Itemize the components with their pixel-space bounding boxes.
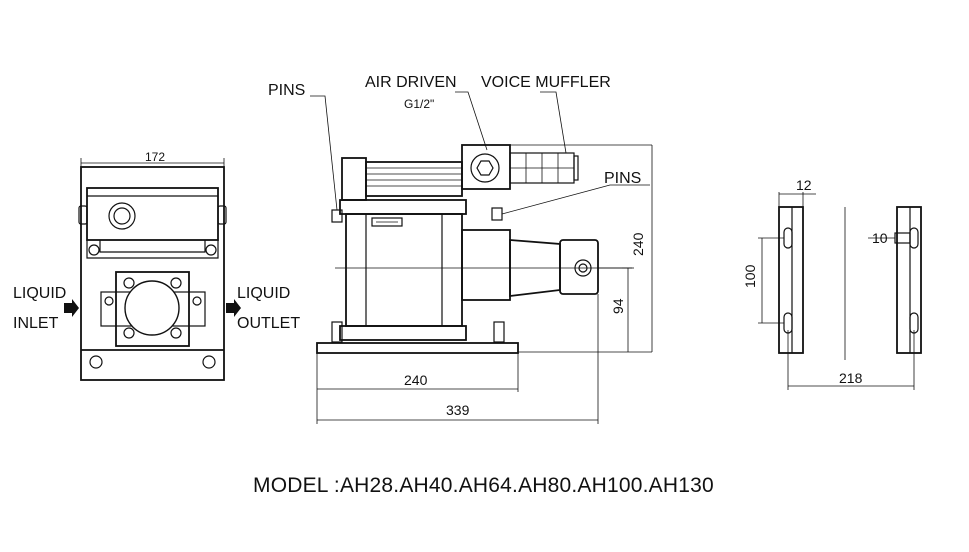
base-width-dim: 240: [404, 372, 428, 388]
side-view: [310, 91, 653, 424]
voice-muffler-label: VOICE MUFFLER: [481, 74, 611, 91]
liquid-inlet-label-2: INLET: [13, 315, 59, 332]
pins-label-left: PINS: [268, 82, 305, 99]
pins-label-right: PINS: [604, 170, 641, 187]
bracket-offset-dim: 10: [872, 230, 888, 246]
side-height-dim: 240: [630, 232, 646, 256]
bracket-span-dim: 218: [839, 370, 863, 386]
air-driven-label: AIR DRIVEN: [365, 74, 457, 91]
bracket-view: [758, 192, 922, 390]
liquid-outlet-label-2: OUTLET: [237, 315, 300, 332]
liquid-inlet-label-1: LIQUID: [13, 285, 66, 302]
side-center-dim: 94: [610, 298, 626, 314]
air-port-label: G1/2": [404, 97, 434, 111]
model-text: MODEL :AH28.AH40.AH64.AH80.AH100.AH130: [253, 474, 714, 497]
front-width-dim: 172: [145, 150, 165, 164]
bracket-hole-spacing-dim: 100: [742, 264, 758, 288]
liquid-outlet-label-1: LIQUID: [237, 285, 290, 302]
bracket-width-dim: 12: [796, 177, 812, 193]
front-view: [64, 158, 241, 381]
overall-length-dim: 339: [446, 402, 470, 418]
